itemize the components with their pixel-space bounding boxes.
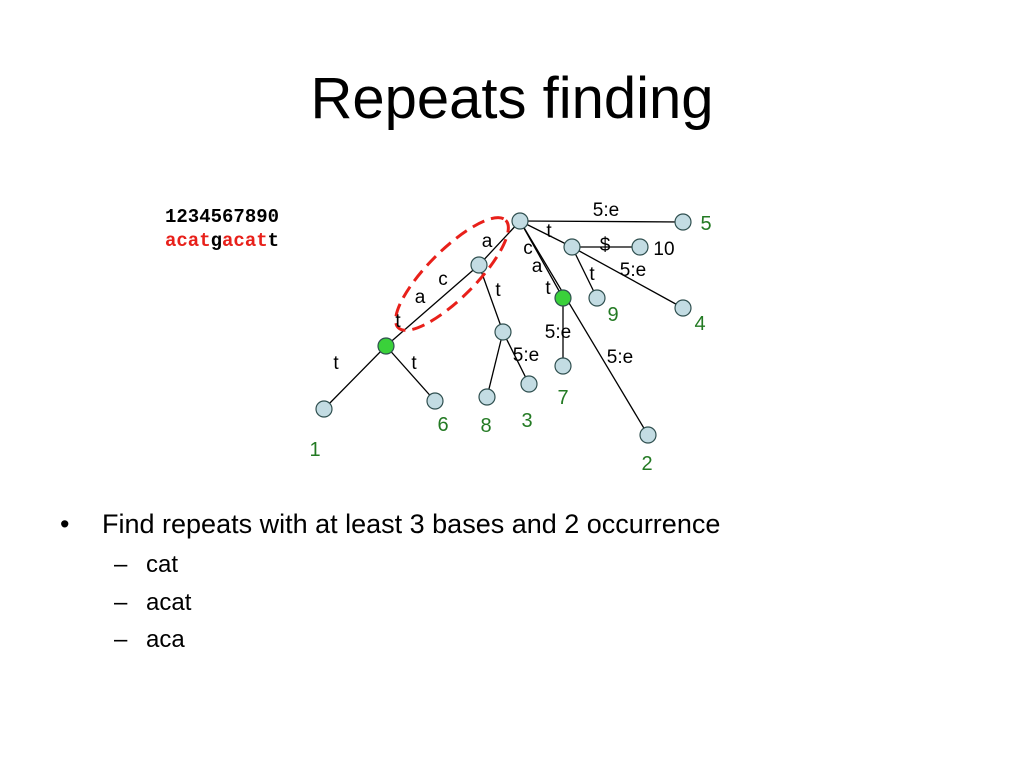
tree-edge [571, 246, 684, 309]
leaf-node [631, 238, 649, 256]
edge-label: a [482, 231, 493, 252]
edge-label: 5:e [545, 322, 571, 343]
leaf-label: 1 [309, 439, 320, 461]
edge-label: 5:e [593, 200, 619, 221]
leaf-node [315, 400, 333, 418]
edge-label: t [495, 280, 501, 301]
leaf-node [554, 357, 572, 375]
leaf-label: 2 [641, 453, 652, 475]
leaf-label: 9 [607, 304, 618, 326]
edge-label: c [523, 238, 533, 259]
sequence-positions: 1234567890 [165, 206, 280, 228]
tree-edge [478, 220, 521, 266]
internal-node [494, 323, 512, 341]
leaf-label: 4 [694, 313, 705, 335]
repeat-branch-node [554, 289, 572, 307]
leaf-label: 6 [437, 414, 448, 436]
tree-edge [502, 331, 530, 385]
edge-label: t [411, 353, 417, 374]
sub-bullet-dash: – [114, 551, 128, 578]
tree-edge [385, 264, 480, 347]
leaf-node [674, 299, 692, 317]
edge-label: a [532, 256, 543, 277]
leaf-label: 3 [521, 410, 532, 432]
leaf-label: 5 [700, 213, 711, 235]
edge-label: $ [600, 235, 611, 256]
tree-edge [323, 345, 387, 410]
leaf-labels: 5 9 4 1 6 8 3 7 2 [309, 213, 711, 475]
tree-nodes [315, 212, 692, 444]
tree-edges [323, 220, 684, 436]
edge-labels: 5:e t $ 10 a c a 5:e t c t a t t 5:e 5:e… [333, 200, 674, 374]
leaf-label: 7 [557, 387, 568, 409]
tree-edge [385, 345, 436, 402]
tree-edge [519, 220, 684, 223]
bullet-text: Find repeats with at least 3 bases and 2… [102, 509, 721, 539]
sequence-segment: t [267, 230, 280, 252]
edge-label: t [395, 311, 401, 332]
leaf-label: 8 [480, 415, 491, 437]
bullet-item: • [60, 509, 70, 539]
tree-edge [486, 331, 504, 398]
sequence-segment: acat [222, 230, 268, 252]
sequence-segment: acat [165, 230, 211, 252]
leaf-node [478, 388, 496, 406]
edge-label: 10 [653, 239, 674, 260]
sub-bullet-text: cat [146, 551, 179, 578]
leaf-node [426, 392, 444, 410]
edge-label: t [546, 221, 552, 242]
edge-label: 5:e [513, 345, 539, 366]
internal-node [563, 238, 581, 256]
sub-bullet-text: acat [146, 589, 192, 616]
repeat-highlight-ellipse [394, 216, 510, 332]
internal-node [511, 212, 529, 230]
repeat-branch-node [377, 337, 395, 355]
edge-label: 5:e [620, 260, 646, 281]
sub-bullet-dash: – [114, 589, 128, 616]
tree-edge [519, 220, 649, 436]
tree-edge [519, 220, 573, 248]
tree-edge [571, 246, 598, 299]
sequence-segment: g [210, 230, 223, 252]
sub-bullet-text: aca [146, 626, 185, 653]
internal-node [470, 256, 488, 274]
leaf-node [520, 375, 538, 393]
edge-label: c [438, 269, 448, 290]
leaf-node [674, 213, 692, 231]
edge-label: a [415, 287, 426, 308]
sub-bullet-dash: – [114, 626, 128, 653]
leaf-node [639, 426, 657, 444]
leaf-node [588, 289, 606, 307]
edge-label: t [333, 353, 339, 374]
edge-label: t [589, 264, 595, 285]
sequence-box: 1234567890 acatgacatt [165, 205, 279, 253]
slide-title: Repeats finding [310, 66, 714, 131]
edge-label: 5:e [607, 347, 633, 368]
sequence-string: acatgacatt [165, 229, 279, 253]
edge-label: t [545, 278, 551, 299]
